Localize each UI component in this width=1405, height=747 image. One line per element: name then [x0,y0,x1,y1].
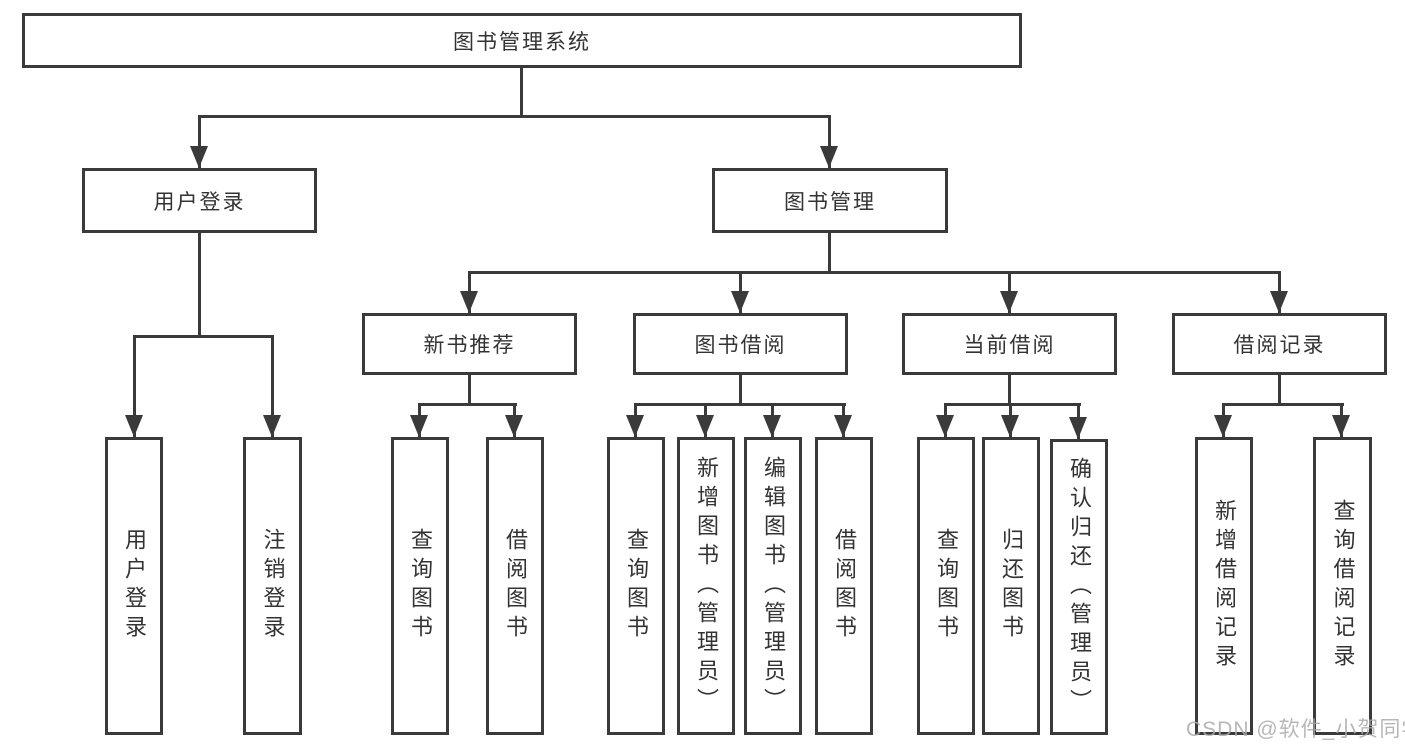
node-current-borrow: 当前借阅 [902,313,1117,375]
arrow-down-icon [834,415,852,437]
connector-user-login-stem [198,233,201,337]
arrow-down-icon [626,415,644,437]
leaf-borrow-edit-book-admin-label: 编辑图书（管理员） [761,455,786,717]
arrow-down-icon [1069,417,1087,439]
node-book-management: 图书管理 [712,168,948,233]
arrow-down-icon [1214,415,1232,437]
node-new-book-recommend-label: 新书推荐 [423,334,516,357]
leaf-records-query-label: 查询借阅记录 [1330,499,1356,673]
node-borrow-records-label: 借阅记录 [1233,334,1326,357]
arrow-down-icon [731,291,749,313]
connector-current-stem [1008,375,1011,406]
leaf-user-login-label: 用户登录 [122,528,147,644]
node-root: 图书管理系统 [22,13,1022,68]
arrow-down-icon [936,415,954,437]
leaf-recommend-query-book-label: 查询图书 [408,528,433,644]
leaf-borrow-borrow-book: 借阅图书 [815,437,873,735]
leaf-records-add: 新增借阅记录 [1195,437,1253,735]
arrow-down-icon [263,415,281,437]
connector-current-rail [944,403,1081,406]
arrow-down-icon [763,415,781,437]
leaf-current-confirm-return-admin-label: 确认归还（管理员） [1067,456,1092,718]
arrow-down-icon [125,415,143,437]
connector-book-mgmt-stem [828,233,831,273]
connector-recommend-stem [468,375,471,406]
connector-recommend-rail [418,403,517,406]
node-book-borrow-label: 图书借阅 [694,334,787,357]
leaf-current-query-book-label: 查询图书 [934,528,959,644]
node-book-management-label: 图书管理 [784,190,876,214]
connector-book-mgmt-drop [828,117,831,169]
connector-borrow-rail [634,403,846,406]
arrow-down-icon [410,415,428,437]
leaf-logout-label: 注销登录 [260,528,286,644]
arrow-down-icon [1270,291,1288,313]
node-new-book-recommend: 新书推荐 [362,313,577,375]
leaf-user-login: 用户登录 [105,437,163,735]
node-book-borrow: 图书借阅 [633,313,848,375]
node-user-login: 用户登录 [82,168,317,233]
connector-leaf-drop [133,337,136,437]
leaf-borrow-borrow-book-label: 借阅图书 [832,528,857,644]
leaf-borrow-add-book-admin-label: 新增图书（管理员） [694,455,719,717]
leaf-borrow-query-book: 查询图书 [607,437,665,735]
arrow-down-icon [1332,415,1350,437]
connector-borrow-stem [739,375,742,406]
leaf-recommend-borrow-book-label: 借阅图书 [503,528,528,644]
leaf-current-return-book-label: 归还图书 [999,528,1024,644]
leaf-recommend-query-book: 查询图书 [391,437,449,735]
watermark: CSDN @软件_小贺同学 [1186,718,1405,741]
leaf-records-add-label: 新增借阅记录 [1212,499,1237,673]
leaf-current-confirm-return-admin: 确认归还（管理员） [1050,439,1108,735]
leaf-borrow-edit-book-admin: 编辑图书（管理员） [744,437,802,735]
connector-leaf-drop [271,337,274,437]
connector-records-stem [1278,375,1281,406]
connector-user-login-drop [198,117,201,169]
connector-midrow-rail [468,271,1281,274]
arrow-down-icon [1000,291,1018,313]
node-root-label: 图书管理系统 [453,30,591,54]
connector-records-rail [1222,403,1344,406]
leaf-current-return-book: 归还图书 [982,437,1040,735]
node-borrow-records: 借阅记录 [1172,313,1387,375]
leaf-logout: 注销登录 [243,437,302,735]
connector-user-login-rail [133,335,274,338]
arrow-down-icon [505,415,523,437]
arrow-down-icon [696,415,714,437]
arrow-down-icon [460,291,478,313]
connector-level2-rail [198,115,831,118]
node-current-borrow-label: 当前借阅 [963,334,1056,357]
arrow-down-icon [820,146,838,168]
arrow-down-icon [190,146,208,168]
leaf-current-query-book: 查询图书 [917,437,975,735]
node-user-login-label: 用户登录 [153,190,246,214]
leaf-records-query: 查询借阅记录 [1313,437,1372,735]
leaf-borrow-add-book-admin: 新增图书（管理员） [677,437,735,735]
arrow-down-icon [1001,415,1019,437]
leaf-borrow-query-book-label: 查询图书 [624,528,649,644]
leaf-recommend-borrow-book: 借阅图书 [486,437,544,735]
connector-root-stem [520,68,523,117]
